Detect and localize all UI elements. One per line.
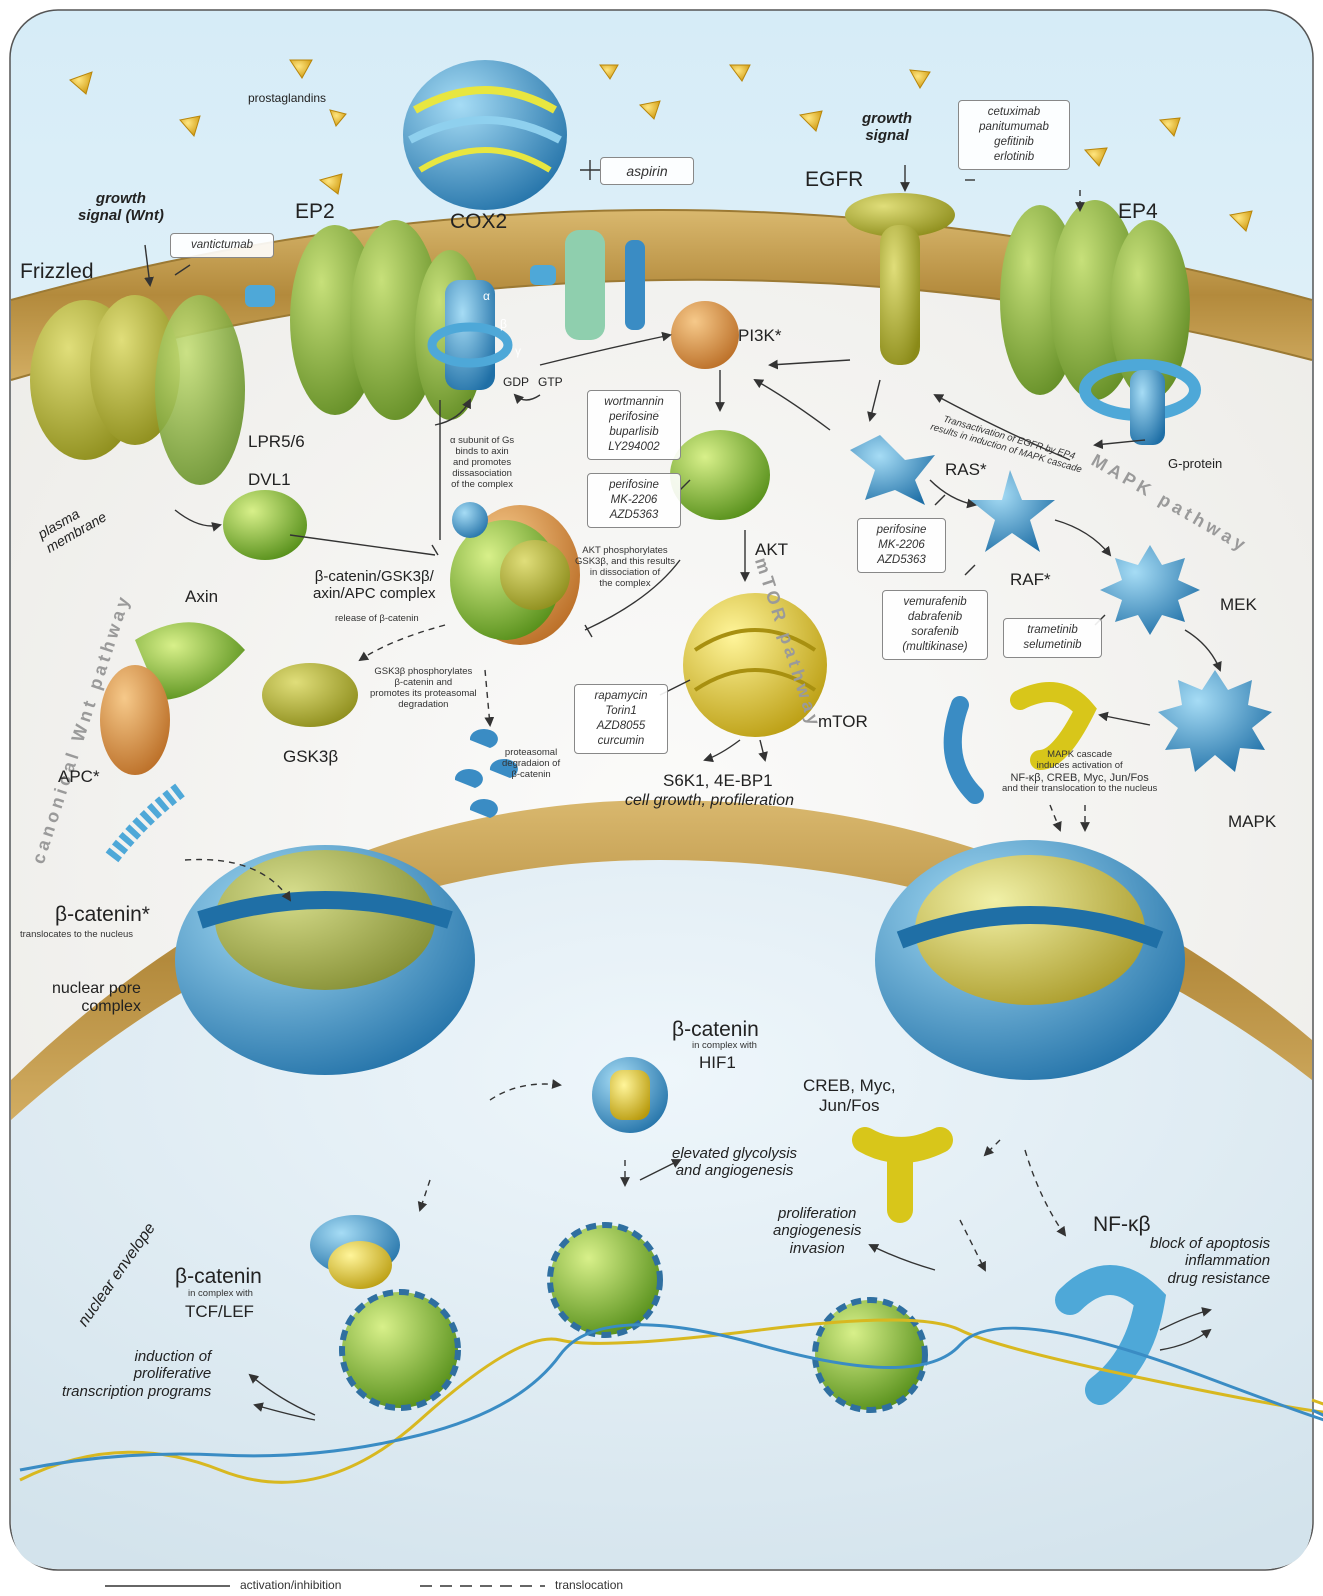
label-frizzled: Frizzled (20, 260, 94, 284)
label-akt: AKT (755, 540, 788, 560)
label-gdp: GDP (503, 376, 529, 390)
label-ras: RAS* (945, 460, 987, 480)
label-prostaglandins: prostaglandins (248, 92, 326, 106)
label-raf: RAF* (1010, 570, 1051, 590)
label-mtor: mTOR (818, 712, 868, 732)
nuclear-pore-left (175, 845, 475, 1075)
label-gtp: GTP (538, 376, 563, 390)
label-translocates: translocates to the nucleus (20, 930, 133, 941)
legend-solid-label: activation/inhibition (240, 1578, 341, 1592)
label-dvl1: DVL1 (248, 470, 291, 490)
label-g-protein: G-protein (1168, 457, 1222, 472)
beta-catenin-complex (450, 502, 580, 645)
label-cox2: COX2 (450, 210, 507, 234)
nuclear-pore-right (875, 840, 1185, 1080)
label-ep4: EP4 (1118, 200, 1158, 224)
label-egfr: EGFR (805, 168, 863, 192)
label-beta-catenin-hif: β-catenin (672, 1018, 759, 1042)
label-complex: β-catenin/GSK3β/axin/APC complex (313, 568, 436, 603)
akt-protein (670, 430, 770, 520)
note-release: release of β-catenin (335, 614, 419, 625)
drug-box-aspirin: aspirin (600, 157, 694, 185)
label-alpha: α (483, 290, 490, 304)
label-mapk: MAPK (1228, 812, 1276, 832)
label-hif1: HIF1 (699, 1053, 736, 1073)
label-nfkb: NF-κβ (1093, 1213, 1151, 1237)
label-creb-myc: CREB, Myc,Jun/Fos (803, 1076, 896, 1115)
cox2-protein (403, 60, 567, 210)
label-apc: APC* (58, 767, 100, 787)
label-axin: Axin (185, 587, 218, 607)
label-beta-catenin-tcf: β-catenin (175, 1265, 262, 1289)
label-gsk3b: GSK3β (283, 747, 338, 767)
label-s6k1: S6K1, 4E-BP1 (663, 771, 773, 791)
label-in-complex-with-hif: in complex with (692, 1041, 757, 1052)
label-gamma: γ (515, 345, 521, 359)
label-pi3k: PI3K* (738, 326, 781, 346)
label-beta-catenin-star: β-catenin* (55, 903, 150, 927)
dvl1-protein (223, 490, 307, 560)
label-ep2: EP2 (295, 200, 335, 224)
label-lpr: LPR5/6 (248, 432, 305, 452)
label-cell-growth: cell growth, profileration (625, 792, 794, 810)
label-beta: β (500, 318, 507, 332)
pi3k-protein (671, 301, 739, 369)
label-in-complex-with-tcf: in complex with (188, 1289, 253, 1300)
legend-dashed-label: translocation (555, 1578, 623, 1592)
hif1-complex (592, 1057, 668, 1133)
drug-box-vantictumab: vantictumab (170, 233, 274, 258)
label-tcf-lef: TCF/LEF (185, 1302, 254, 1322)
label-mek: MEK (1220, 595, 1257, 615)
